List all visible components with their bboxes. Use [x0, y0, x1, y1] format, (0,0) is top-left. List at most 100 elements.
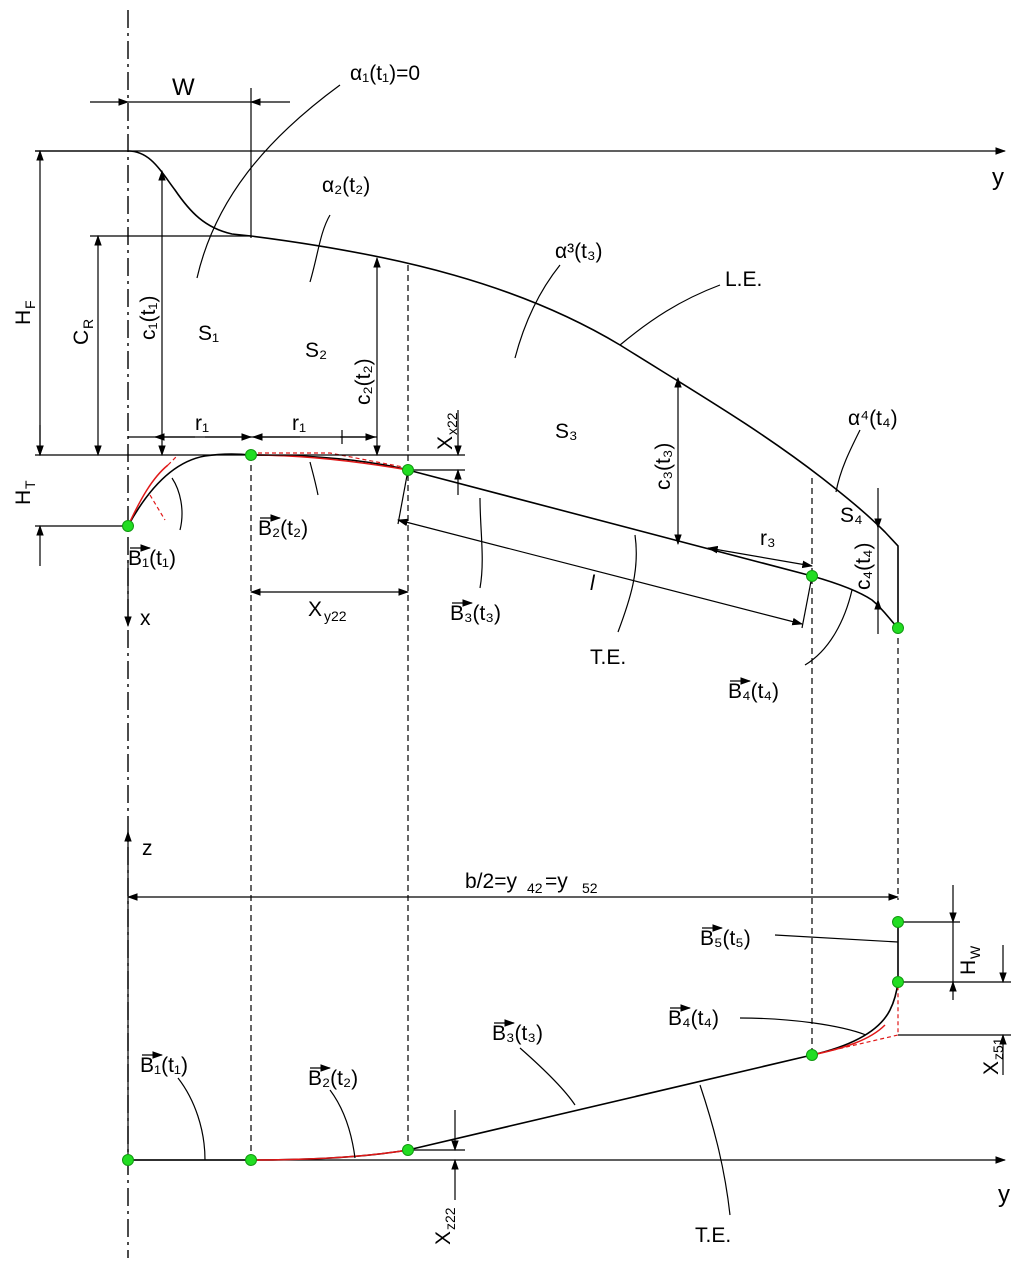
label-r3: r₃ [760, 527, 776, 550]
label-hf: H F [12, 300, 38, 325]
label-c1: c₁(t₁) [137, 296, 160, 341]
svg-text:H: H [12, 310, 35, 325]
svg-text:y22: y22 [324, 608, 347, 624]
label-c4: c₄(t₄) [852, 543, 875, 590]
label-w: W [172, 74, 195, 101]
label-c2: c₂(t₂) [352, 358, 375, 405]
b4-top-leader [804, 589, 853, 666]
b1-approx-curve [127, 464, 169, 527]
b1-control-polygon [149, 454, 179, 521]
svg-text:T: T [22, 480, 38, 489]
label-te-bottom: T.E. [695, 1224, 731, 1247]
point-top-b4 [806, 570, 818, 582]
svg-text:=y: =y [545, 870, 568, 893]
label-z-axis: z [142, 837, 153, 860]
l-dim-line [396, 518, 804, 626]
point-top-xy22 [402, 464, 414, 476]
b1-top-leader [171, 477, 183, 531]
b5-leader [774, 934, 899, 943]
label-alpha2: α₂(t₂) [322, 174, 370, 197]
label-y-bottom: y [998, 1181, 1010, 1208]
point-bot-root [122, 1154, 134, 1166]
svg-text:R: R [80, 319, 96, 329]
point-bot-b5 [892, 976, 904, 988]
label-xz22: X z22 [432, 1207, 458, 1245]
r3-dim-line [706, 545, 814, 569]
svg-text:X: X [432, 1231, 455, 1245]
label-alpha4: α⁴(t₄) [848, 407, 898, 430]
svg-text:W: W [967, 945, 983, 959]
svg-text:b/2=y: b/2=y [465, 870, 517, 893]
label-xz51: X z51 [980, 1037, 1006, 1075]
b4-bottom-control-polygon [811, 982, 899, 1056]
label-b1-bottom: B₁(t₁) [140, 1054, 188, 1077]
label-s2: S₂ [305, 339, 327, 362]
point-bot-tip [892, 916, 904, 928]
point-bot-w [245, 1154, 257, 1166]
label-xx22: X x22 [434, 412, 460, 450]
control-points [122, 449, 904, 1166]
label-r1-b: r₁ [292, 412, 306, 435]
svg-text:X: X [308, 598, 322, 621]
label-l: l [590, 572, 596, 595]
alpha3-leader [514, 264, 561, 359]
b2-bot-leader [329, 1089, 356, 1159]
label-s1: S₁ [198, 322, 219, 345]
svg-text:X: X [434, 436, 457, 450]
label-b-half: b/2=y 42 =y 52 [465, 870, 598, 896]
alpha2-leader [309, 214, 331, 283]
label-s3: S₃ [555, 420, 578, 443]
svg-text:z51: z51 [990, 1037, 1006, 1060]
l-ext-left [397, 469, 409, 525]
b2-bottom-approx [250, 1149, 409, 1161]
trailing-edge-curve-top [127, 453, 899, 629]
point-top-tip [892, 622, 904, 634]
svg-text:F: F [22, 300, 38, 309]
label-b3-bottom: B₃(t₃) [492, 1022, 543, 1045]
label-alpha1: α₁(t₁)=0 [350, 62, 420, 85]
svg-text:42: 42 [527, 880, 543, 896]
label-b2-bottom: B₂(t₂) [308, 1067, 358, 1090]
te-top-leader [617, 534, 637, 633]
b3-bot-leader [519, 1047, 576, 1106]
label-b4-top: B₄(t₄) [728, 680, 779, 703]
label-cr: C R [70, 319, 96, 345]
point-top-w [245, 449, 257, 461]
svg-text:52: 52 [582, 880, 598, 896]
alpha1-leader [196, 84, 341, 279]
label-hw: H W [957, 945, 983, 975]
leading-edge-curve [127, 150, 899, 628]
label-b5: B₅(t₅) [700, 927, 751, 950]
svg-text:H: H [957, 960, 980, 975]
b4-bot-leader [739, 1017, 867, 1036]
label-s4: S₄ [840, 504, 863, 527]
label-ht: H T [12, 480, 38, 505]
label-c3: c₃(t₃) [652, 443, 675, 490]
label-b3-top: B₃(t₃) [450, 602, 501, 625]
label-x-axis: x [140, 607, 151, 630]
b2-top-leader [309, 461, 319, 496]
alpha4-leader [835, 429, 861, 493]
te-bot-leader [699, 1084, 731, 1216]
l-ext-right [801, 575, 813, 629]
b1-bot-leader [177, 1077, 206, 1161]
point-top-root [122, 520, 134, 532]
svg-text:x22: x22 [444, 412, 460, 435]
label-y-top: y [992, 164, 1004, 191]
vector-arrows [130, 514, 752, 1072]
label-alpha3: α³(t₃) [555, 240, 603, 263]
label-b2-top: B₂(t₂) [258, 517, 308, 540]
svg-text:X: X [980, 1061, 1003, 1075]
svg-text:C: C [70, 330, 93, 345]
label-le: L.E. [725, 268, 762, 291]
label-xy22: X y22 [308, 598, 347, 624]
b3-top-leader [479, 497, 483, 589]
label-te-top: T.E. [590, 646, 626, 669]
svg-text:z22: z22 [442, 1207, 458, 1230]
label-b1-top: B₁(t₁) [128, 547, 176, 570]
le-leader [619, 284, 721, 346]
label-b4-bottom: B₄(t₄) [668, 1007, 719, 1030]
point-bot-b4 [806, 1049, 818, 1061]
label-r1-a: r₁ [195, 412, 209, 435]
